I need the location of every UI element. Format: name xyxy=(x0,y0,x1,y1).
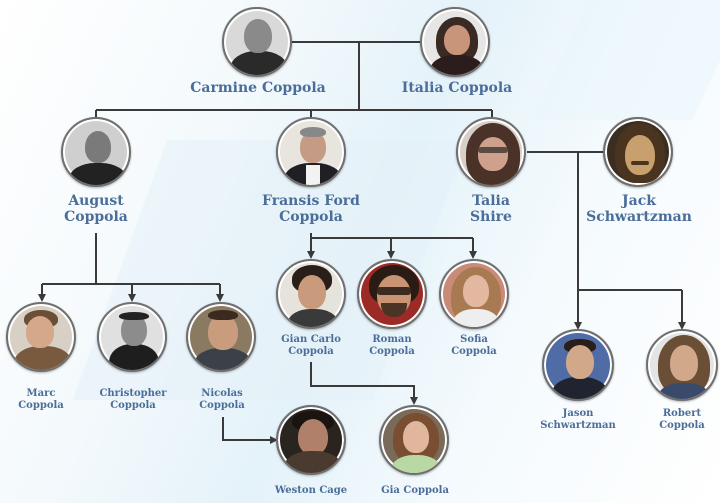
label-robert-coppola: Robert Coppola xyxy=(659,408,705,431)
avatar-robert-coppola xyxy=(646,329,718,401)
label-italia-coppola: Italia Coppola xyxy=(401,80,513,96)
avatar-gian-carlo-coppola xyxy=(276,259,346,329)
avatar-gia-coppola xyxy=(379,405,449,475)
label-august-coppola: August Coppola xyxy=(64,193,128,226)
avatar-august-coppola xyxy=(61,117,131,187)
label-roman-coppola: Roman Coppola xyxy=(369,334,415,357)
label-christopher-coppola: Christopher Coppola xyxy=(99,388,167,411)
label-gian-carlo-coppola: Gian Carlo Coppola xyxy=(281,334,341,357)
label-jason-schwartzman: Jason Schwartzman xyxy=(540,408,616,431)
avatar-sofia-coppola xyxy=(439,259,509,329)
label-sofia-coppola: Sofia Coppola xyxy=(451,334,497,357)
avatar-carmine-coppola xyxy=(222,7,292,77)
avatar-jack-schwartzman xyxy=(603,117,673,187)
label-francis-ford-coppola: Fransis Ford Coppola xyxy=(262,193,360,226)
label-carmine-coppola: Carmine Coppola xyxy=(190,80,326,96)
avatar-italia-coppola xyxy=(420,7,490,77)
avatar-nicolas-cage xyxy=(186,302,256,372)
avatar-jason-schwartzman xyxy=(542,329,614,401)
avatar-roman-coppola xyxy=(357,259,427,329)
label-weston-cage: Weston Cage xyxy=(274,485,348,496)
label-talia-shire: Talia Shire xyxy=(470,193,512,226)
label-gia-coppola: Gia Coppola xyxy=(381,485,449,496)
label-jack-schwartzman: Jack Schwartzman xyxy=(586,193,692,226)
label-marc-coppola: Marc Coppola xyxy=(18,388,64,411)
avatar-weston-cage xyxy=(276,405,346,475)
avatar-talia-shire xyxy=(456,117,526,187)
avatar-christopher-coppola xyxy=(97,302,167,372)
avatar-francis-ford-coppola xyxy=(276,117,346,187)
avatar-marc-coppola xyxy=(6,302,76,372)
label-nicolas-coppola: Nicolas Coppola xyxy=(199,388,245,411)
